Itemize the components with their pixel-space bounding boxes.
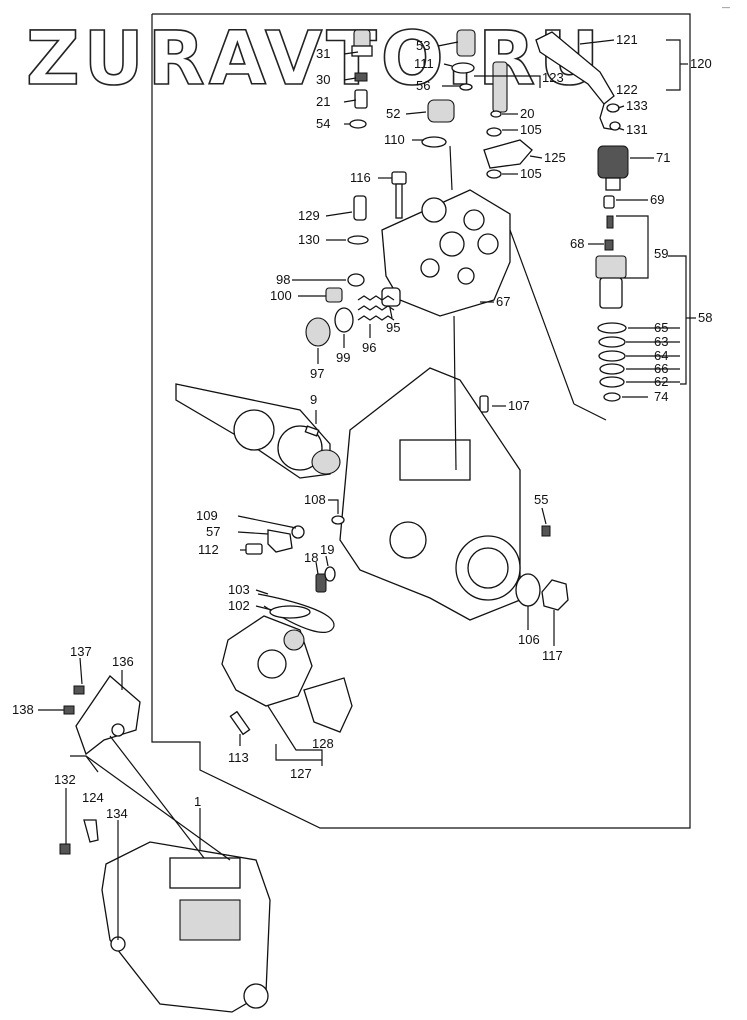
callout-67: 67 [496,294,510,309]
callout-1: 1 [194,794,201,809]
callout-123: 123 [542,70,564,85]
callout-96: 96 [362,340,376,355]
callout-127: 127 [290,766,312,781]
callout-19: 19 [320,542,334,557]
callout-56: 56 [416,78,430,93]
callout-117: 117 [542,648,563,663]
callout-97: 97 [310,366,324,381]
valve-small-parts [305,273,401,347]
solenoid [597,145,629,191]
callout-120: 120 [690,56,712,71]
seal-rings [257,593,335,633]
corner-mark: — [722,3,730,12]
callout-105-upper: 105 [520,122,542,137]
callout-65: 65 [654,320,668,335]
callout-102: 102 [228,598,250,613]
callout-109: 109 [196,508,218,523]
callout-108: 108 [304,492,326,507]
cap-and-oring [421,99,455,148]
callout-122: 122 [616,82,638,97]
bolt-116 [391,171,407,219]
callout-121: 121 [616,32,638,47]
camshaft [175,383,341,479]
governor-parts [245,515,345,555]
callout-69: 69 [650,192,664,207]
callout-59: 59 [654,246,668,261]
spring-pin-18-19 [315,566,336,593]
callout-68: 68 [570,236,584,251]
banjo-fitting [483,110,533,179]
delivery-valve-group [349,29,373,129]
callout-116: 116 [350,170,371,185]
callout-129: 129 [298,208,320,223]
callout-54: 54 [316,116,330,131]
pump-housing [339,367,521,621]
oring-stack [597,322,627,402]
leader-lines [38,39,696,940]
callout-130: 130 [298,232,320,247]
callout-125: 125 [544,150,566,165]
callout-64: 64 [654,348,668,363]
callout-labels: 31 30 21 54 53 111 56 123 121 120 122 13… [12,32,712,821]
callout-133: 133 [626,98,648,113]
callout-113: 113 [228,750,249,765]
callout-62: 62 [654,374,668,389]
callout-134: 134 [106,806,128,821]
callout-20: 20 [520,106,534,121]
callout-30: 30 [316,72,330,87]
callout-138: 138 [12,702,34,717]
fitting-129 [347,195,369,245]
callout-74: 74 [654,389,668,404]
pump-bracket [63,675,141,756]
callout-58: 58 [698,310,712,325]
bolt-113 [229,710,251,736]
nut-washer [515,573,569,611]
callout-71: 71 [656,150,670,165]
callout-55: 55 [534,492,548,507]
callout-18: 18 [304,550,318,565]
feed-pump [221,615,353,733]
callout-132: 132 [54,772,76,787]
screw-55 [541,525,551,537]
frame-outline [151,13,691,829]
callout-124: 124 [82,790,104,805]
callout-137: 137 [70,644,92,659]
watermark-text: ZURAVTO.RU [26,16,603,102]
callout-106: 106 [518,632,540,647]
callout-57: 57 [206,524,220,539]
callout-53: 53 [416,38,430,53]
plunger-stack [595,195,627,309]
callout-99: 99 [336,350,350,365]
callout-110: 110 [384,132,405,147]
callout-100: 100 [270,288,292,303]
callout-52: 52 [386,106,400,121]
callout-103: 103 [228,582,250,597]
valve-holder-group [451,29,476,91]
pin-107 [479,395,489,413]
callout-9: 9 [310,392,317,407]
assembled-pump [101,841,271,1013]
control-rod [492,61,508,113]
callout-105-lower: 105 [520,166,542,181]
callout-128: 128 [312,736,334,751]
callout-131: 131 [626,122,648,137]
callout-112: 112 [198,542,219,557]
callout-111: 111 [414,56,434,71]
pipe-bracket [535,31,621,131]
callout-136: 136 [112,654,134,669]
callout-107: 107 [508,398,530,413]
callout-98: 98 [276,272,290,287]
callout-95: 95 [386,320,400,335]
callout-63: 63 [654,334,668,349]
callout-21: 21 [316,94,330,109]
hydraulic-head [381,189,511,317]
callout-66: 66 [654,361,668,376]
callout-31: 31 [316,46,330,61]
bolt-132 [59,819,99,855]
